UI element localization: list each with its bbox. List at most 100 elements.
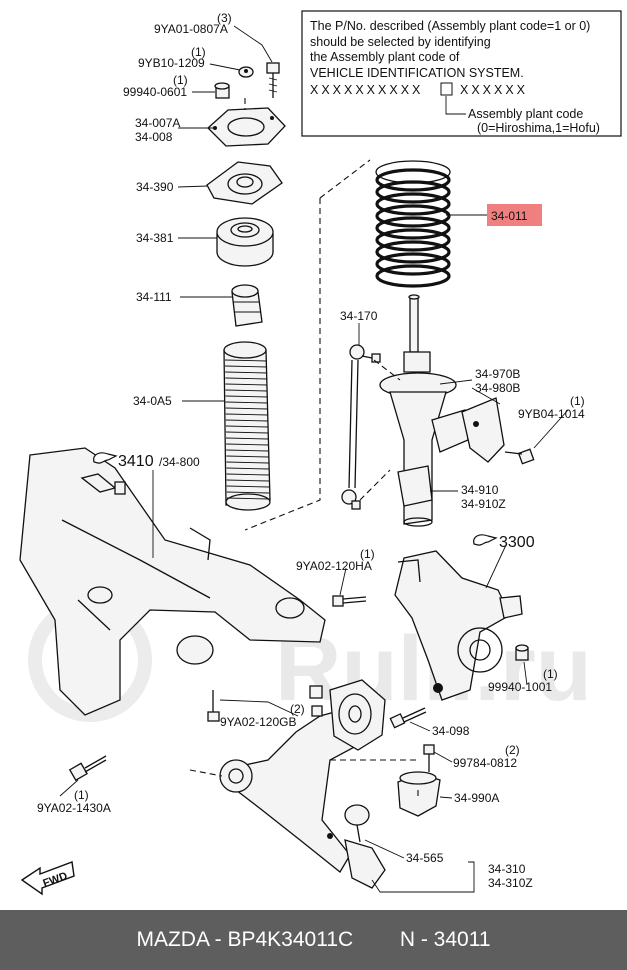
plant-code-values: (0=Hiroshima,1=Hofu) (477, 121, 600, 135)
label-34-008: 34-008 (135, 130, 173, 144)
label-9yb10-1209: 9YB10-1209 (138, 56, 205, 70)
coil-spring-icon (375, 160, 451, 288)
spring-coil-6 (375, 228, 451, 252)
qty-9ya02-120gb: (2) (290, 702, 305, 716)
boot-rib (225, 395, 268, 398)
boot-rib (225, 377, 268, 380)
nut-9yb10-icon (238, 66, 254, 78)
plant-code-box (440, 82, 453, 96)
boot-rib (226, 455, 269, 458)
label-9ya01-0807a: 9YA01-0807A (154, 22, 228, 36)
plant-code-label: Assembly plant code (468, 107, 583, 121)
steering-knuckle-icon (394, 550, 523, 701)
boot-rib (226, 443, 269, 446)
qty-99940-1001: (1) (543, 667, 558, 681)
bolt-9ya02-120ha-icon (332, 595, 367, 607)
qty-9ya02-1430a: (1) (74, 788, 89, 802)
label-99940-1001: 99940-1001 (488, 680, 552, 694)
stabilizer-link-icon (341, 344, 381, 510)
dust-boot-ribs (224, 359, 270, 500)
assembly-guide-lines (189, 98, 419, 800)
ref-3410-icon (93, 452, 118, 464)
nut-99940-0601-icon (214, 82, 230, 99)
boot-rib (226, 461, 269, 464)
label-34-170: 34-170 (340, 309, 378, 323)
assembly-plant-note: The P/No. described (Assembly plant code… (301, 10, 622, 137)
boot-rib (225, 431, 269, 434)
note-line-1: The P/No. described (Assembly plant code… (310, 19, 590, 33)
label-9ya02-120gb: 9YA02-120GB (220, 715, 297, 729)
top-mount-parts (206, 62, 286, 511)
footer-part-info: MAZDA - BP4K34011C (136, 928, 354, 951)
label-34-980b: 34-980B (475, 381, 520, 395)
fwd-arrow-icon: FWD (20, 861, 75, 896)
bolt-99784-icon (423, 744, 435, 772)
label-34-910: 34-910 (461, 483, 499, 497)
spring-coil-3 (375, 192, 451, 216)
spring-coil-1 (375, 168, 451, 192)
boot-rib (226, 437, 269, 440)
boot-rib (225, 419, 269, 422)
label-34-970b: 34-970B (475, 367, 520, 381)
qty-9yb10: (1) (191, 45, 206, 59)
bump-stop-icon (231, 284, 263, 327)
label-34-381: 34-381 (136, 231, 174, 245)
label-9ya02-120ha: 9YA02-120HA (296, 559, 372, 573)
label-34-990a: 34-990A (454, 791, 499, 805)
label-34-007a: 34-007A (135, 116, 180, 130)
qty-99784: (2) (505, 743, 520, 757)
vin-left: XXXXXXXXXX (310, 83, 423, 97)
boot-rib (225, 401, 268, 404)
label-34-310z: 34-310Z (488, 876, 533, 890)
highlight-34-011 (487, 204, 542, 226)
lower-control-arm-icon (219, 679, 386, 889)
ref-3300-icon (473, 534, 498, 546)
label-34-390: 34-390 (136, 180, 174, 194)
label-34-111: 34-111 (136, 290, 172, 304)
boot-rib (225, 389, 268, 392)
boot-rib (226, 497, 270, 500)
note-line-4: VEHICLE IDENTIFICATION SYSTEM. (310, 66, 524, 80)
label-99784-0812: 99784-0812 (453, 756, 517, 770)
boot-rib (226, 449, 269, 452)
note-box (301, 10, 622, 137)
label-34-800: /34-800 (159, 455, 200, 469)
boot-rib (226, 467, 269, 470)
boot-rib (226, 479, 270, 482)
spring-coil-5 (375, 216, 451, 240)
boot-rib (225, 413, 268, 416)
boot-rib (225, 371, 268, 374)
label-34-310: 34-310 (488, 862, 526, 876)
boot-rib (225, 425, 269, 428)
mount-plate-icon (207, 107, 286, 147)
nut-99940-1001-icon (515, 644, 529, 661)
spring-coil-4 (375, 204, 451, 228)
vin-right: XXXXXX (460, 83, 528, 97)
label-34-011: 34-011 (491, 209, 528, 223)
bearing-icon (216, 217, 274, 267)
spring-coil-8 (375, 252, 451, 276)
spring-coil-9 (375, 264, 451, 288)
label-34-565: 34-565 (406, 851, 444, 865)
boot-rib (225, 383, 268, 386)
spring-coil-7 (375, 240, 451, 264)
label-34-0a5: 34-0A5 (133, 394, 172, 408)
label-3300: 3300 (499, 534, 535, 551)
spring-coil-2 (375, 180, 451, 204)
qty-9ya01: (3) (217, 11, 232, 25)
strut-mount-icon (206, 161, 283, 205)
part-number-footer: MAZDA - BP4K34011C N - 34011 (0, 910, 627, 970)
footer-ref-info: N - 34011 (399, 928, 491, 951)
qty-99940-0601: (1) (173, 73, 188, 87)
sensor-bracket-icon (461, 397, 535, 465)
note-line-3: the Assembly plant code of (310, 50, 460, 64)
boot-rib (225, 365, 268, 368)
boot-rib (226, 473, 269, 476)
qty-9ya02-120ha: (1) (360, 547, 375, 561)
label-34-098: 34-098 (432, 724, 470, 738)
footer-gap (353, 928, 400, 952)
bolt-9ya02-1430a-icon (68, 755, 107, 782)
bolt-34-098-icon (389, 707, 427, 729)
label-34-910z: 34-910Z (461, 497, 506, 511)
